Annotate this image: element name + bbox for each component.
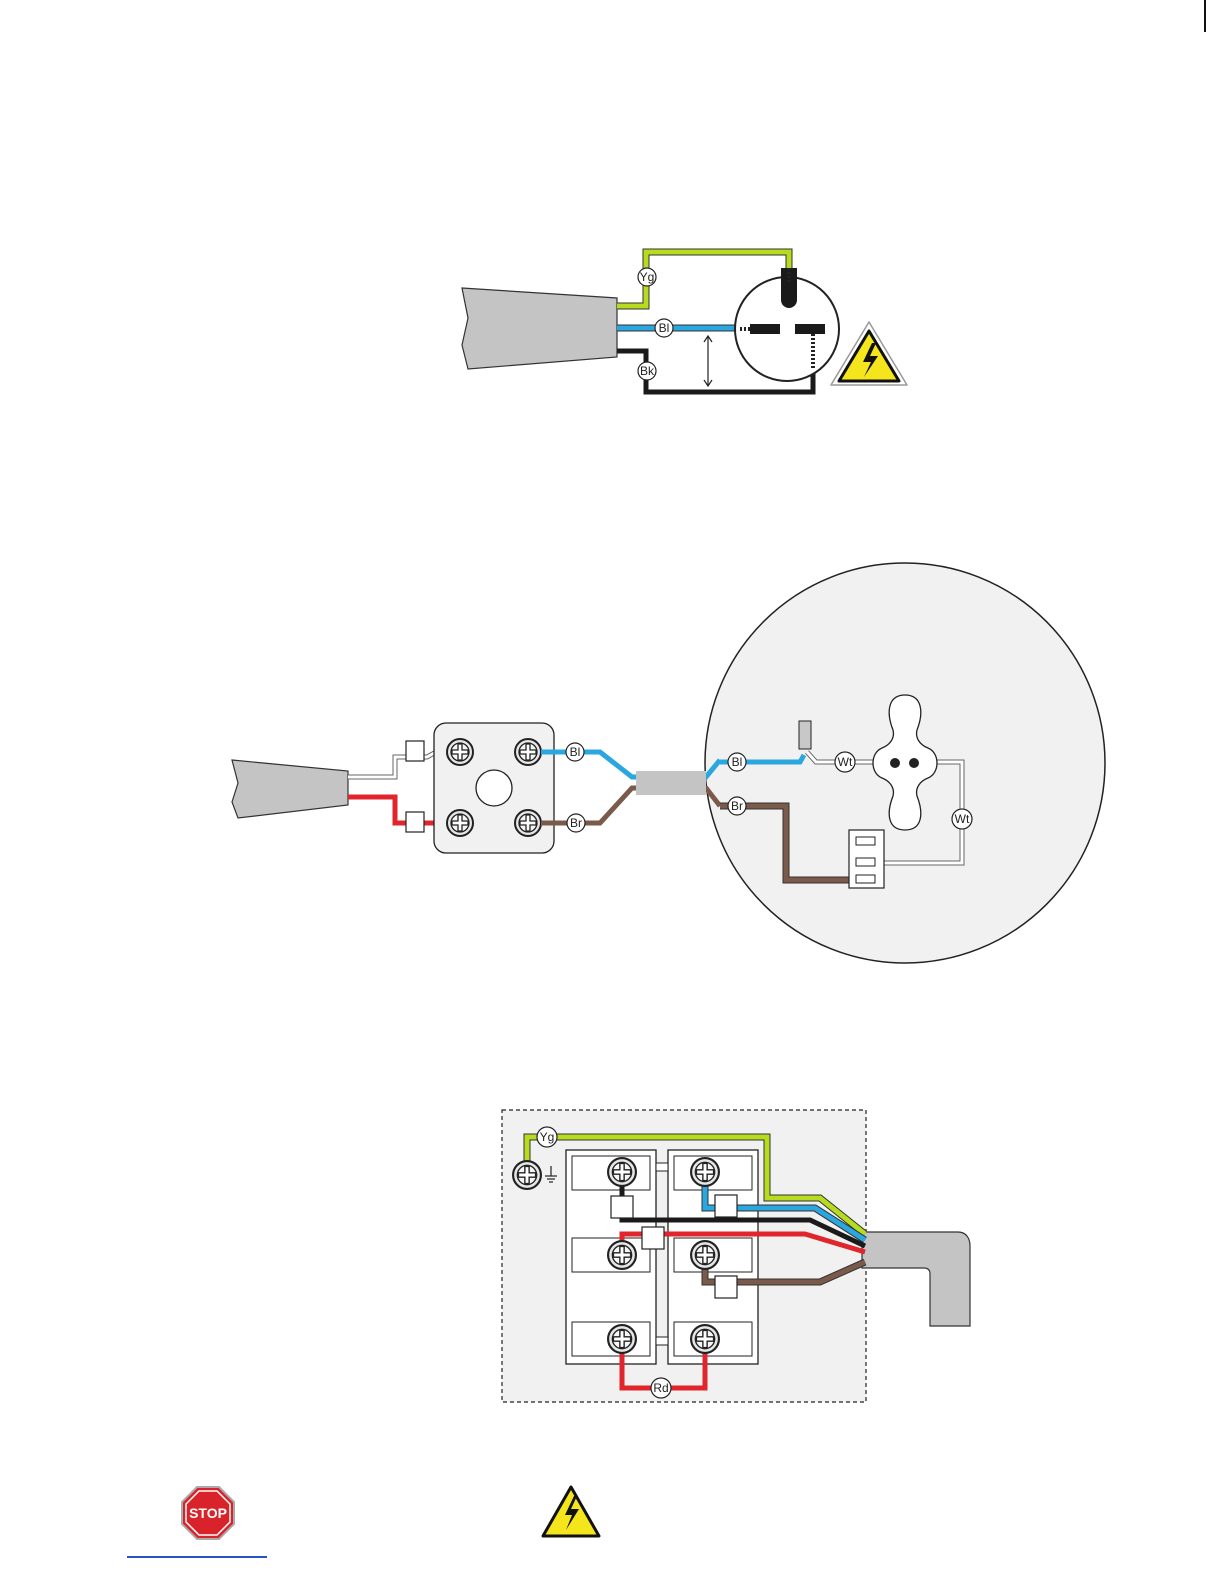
junction-box-diagram: Yg Rd <box>502 1110 970 1402</box>
terminal-screw <box>608 1241 636 1269</box>
terminal-screw <box>691 1241 719 1269</box>
svg-text:Wt: Wt <box>838 755 853 769</box>
live-pin <box>795 324 825 334</box>
svg-text:STOP: STOP <box>189 1505 227 1521</box>
svg-text:Br: Br <box>570 816 582 830</box>
element-wiring-diagram: Bl Br Bl Br Wt <box>232 563 1105 963</box>
earth-label: Yg <box>537 1127 557 1147</box>
neutral-pin <box>750 324 780 334</box>
supply-cable-sheath <box>232 760 348 818</box>
connector-sleeve <box>715 1276 737 1298</box>
footer-link-underline[interactable] <box>127 1556 267 1558</box>
wire-sheath <box>636 771 706 795</box>
cable-sheath <box>862 1232 970 1326</box>
terminal-screw <box>447 739 473 765</box>
lamp-contact <box>909 758 919 768</box>
svg-text:Rd: Rd <box>653 1381 668 1395</box>
mounting-hole <box>476 770 512 806</box>
earth-terminal-screw <box>513 1161 541 1189</box>
terminal-screw <box>515 810 541 836</box>
svg-text:Wt: Wt <box>955 812 970 826</box>
terminal-screw <box>691 1158 719 1186</box>
brown-label-right: Br <box>728 797 746 815</box>
earth-label: Yg <box>638 268 656 286</box>
svg-text:Yg: Yg <box>640 270 655 284</box>
terminal-screw <box>608 1325 636 1353</box>
white-label-right: Wt <box>952 809 972 829</box>
connector-sleeve <box>406 812 424 832</box>
svg-text:Bk: Bk <box>640 364 655 378</box>
svg-text:Yg: Yg <box>540 1130 555 1144</box>
terminal-screw <box>515 739 541 765</box>
connector-sleeve <box>715 1195 737 1217</box>
white-label-top: Wt <box>835 752 855 772</box>
plug-wiring-diagram: Yg Bl Bk <box>462 252 907 392</box>
red-supply-wire <box>348 797 440 823</box>
svg-text:Br: Br <box>731 799 743 813</box>
blue-label-right: Bl <box>728 753 746 771</box>
high-voltage-warning-icon <box>831 322 907 385</box>
svg-text:Bl: Bl <box>570 745 581 759</box>
connector-sleeve <box>406 741 424 761</box>
connector-sleeve <box>611 1196 633 1218</box>
terminal-screw <box>608 1158 636 1186</box>
high-voltage-warning-icon <box>543 1487 599 1536</box>
svg-text:Bl: Bl <box>732 755 743 769</box>
bridge-label: Rd <box>651 1378 671 1398</box>
lamp-contact <box>890 758 900 768</box>
terminal-screw <box>691 1325 719 1353</box>
terminal-screw <box>447 810 473 836</box>
svg-text:Bl: Bl <box>659 321 670 335</box>
neutral-label: Bl <box>655 319 673 337</box>
connector-sleeve <box>642 1227 664 1249</box>
fuse <box>799 721 811 749</box>
live-label: Bk <box>638 362 656 380</box>
brown-label-left: Br <box>567 814 585 832</box>
stop-sign-icon: STOP <box>182 1487 234 1539</box>
blue-label-left: Bl <box>566 743 584 761</box>
cable-sheath <box>462 288 617 369</box>
